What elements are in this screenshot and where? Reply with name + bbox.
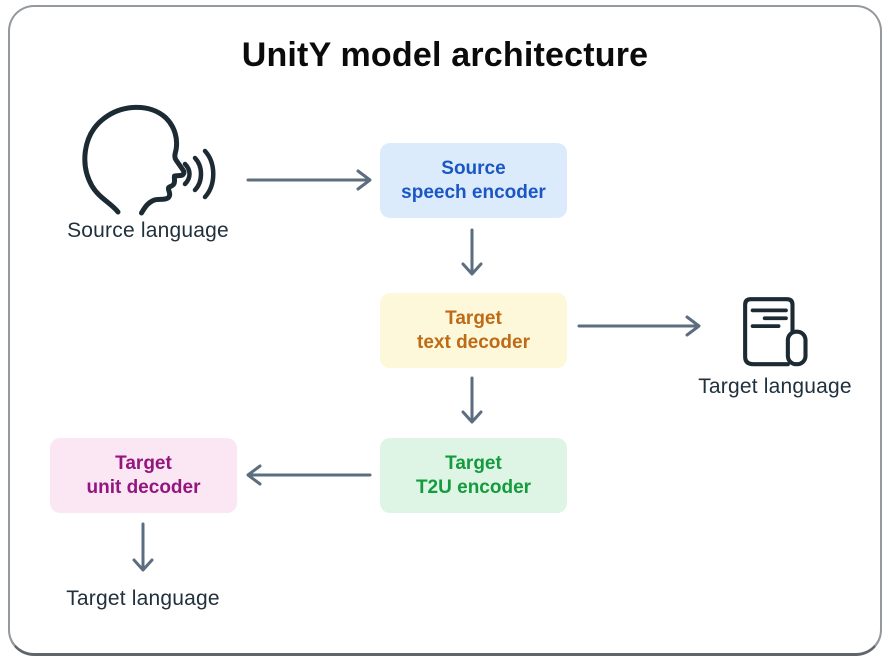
node-label-line: Source xyxy=(441,157,506,179)
node-target-text-decoder: Target text decoder xyxy=(380,293,567,368)
node-label-line: Target xyxy=(445,307,502,329)
arrow-source-to-speech-encoder xyxy=(246,169,372,191)
target-language-speech-label: Target language xyxy=(66,587,220,610)
target-language-text-label: Target language xyxy=(698,375,852,398)
node-label-line: T2U encoder xyxy=(415,476,532,498)
arrow-unit-decoder-to-speech-output xyxy=(132,522,154,572)
arrow-text-decoder-to-text-output xyxy=(577,315,701,337)
arrow-text-decoder-to-t2u-encoder xyxy=(461,376,483,424)
node-target-unit-decoder: Target unit decoder xyxy=(50,438,237,513)
node-label-line: Target xyxy=(445,452,502,474)
node-label-line: text decoder xyxy=(417,331,530,353)
page-title: UnitY model architecture xyxy=(241,36,649,74)
node-label-line: speech encoder xyxy=(401,181,546,203)
arrow-speech-encoder-to-text-decoder xyxy=(461,228,483,276)
source-language-label: Source language xyxy=(67,219,229,242)
node-label-line: unit decoder xyxy=(86,476,201,498)
document-scroll-icon xyxy=(743,297,808,367)
person-speaking-icon xyxy=(82,104,216,216)
node-label-line: Target xyxy=(115,452,172,474)
node-source-speech-encoder: Source speech encoder xyxy=(380,143,567,218)
node-target-t2u-encoder: Target T2U encoder xyxy=(380,438,567,513)
arrow-t2u-encoder-to-unit-decoder xyxy=(246,464,372,486)
